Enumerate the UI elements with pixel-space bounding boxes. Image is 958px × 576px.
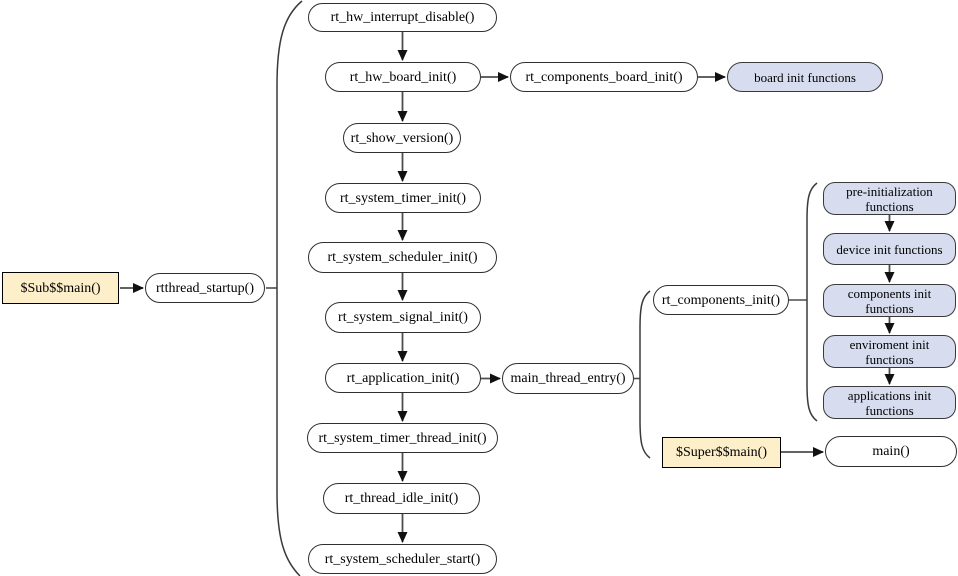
node-label: applications init functions	[847, 387, 932, 418]
node-super-main: $Super$$main()	[662, 437, 781, 468]
node-label: rt_system_timer_thread_init()	[318, 430, 487, 446]
node-label: rt_hw_board_init()	[349, 69, 457, 85]
node-label: device init functions	[836, 241, 943, 257]
node-rt-system-timer-init: rt_system_timer_init()	[325, 183, 481, 213]
node-label: rt_components_init()	[661, 292, 781, 308]
horizontal-arrows	[120, 72, 824, 457]
node-label: rt_system_timer_init()	[340, 190, 466, 206]
node-sub-main: $Sub$$main()	[2, 272, 119, 304]
node-label: rt_application_init()	[346, 370, 460, 386]
brace-components-init-group	[806, 182, 818, 422]
node-board-init-functions: board init functions	[727, 62, 883, 92]
node-rt-system-timer-thread-init: rt_system_timer_thread_init()	[307, 423, 498, 453]
node-label: components init functions	[847, 285, 932, 316]
node-label: rt_components_board_init()	[525, 69, 683, 85]
node-pre-initialization-functions: pre-initialization functions	[823, 182, 956, 215]
brace-main-thread-entry-group	[639, 290, 651, 459]
node-rtthread-startup: rtthread_startup()	[145, 273, 265, 303]
node-rt-hw-interrupt-disable: rt_hw_interrupt_disable()	[308, 3, 497, 32]
node-label: rtthread_startup()	[156, 280, 254, 296]
node-rt-system-scheduler-start: rt_system_scheduler_start()	[308, 544, 497, 574]
node-device-init-functions: device init functions	[823, 233, 956, 265]
brace-stubs	[266, 287, 807, 380]
node-label: rt_thread_idle_init()	[344, 491, 459, 506]
node-label: rt_hw_interrupt_disable()	[330, 10, 475, 25]
node-rt-show-version: rt_show_version()	[343, 123, 461, 153]
node-label: rt_system_signal_init()	[338, 310, 468, 325]
node-label: board init functions	[754, 69, 856, 85]
node-label: $Super$$main()	[676, 445, 767, 460]
node-label: main_thread_entry()	[510, 371, 626, 386]
node-label: rt_system_scheduler_init()	[327, 250, 478, 265]
node-rt-application-init: rt_application_init()	[325, 363, 481, 393]
node-rt-components-board-init: rt_components_board_init()	[510, 62, 698, 92]
node-label: pre-initialization functions	[846, 183, 933, 214]
node-rt-hw-board-init: rt_hw_board_init()	[325, 62, 481, 92]
node-enviroment-init-functions: enviroment init functions	[823, 335, 956, 368]
node-label: rt_system_scheduler_start()	[324, 551, 481, 567]
brace-rtthread-startup-group	[276, 0, 303, 576]
node-applications-init-functions: applications init functions	[823, 386, 956, 419]
node-rt-components-init: rt_components_init()	[653, 285, 789, 315]
node-main-thread-entry: main_thread_entry()	[502, 363, 634, 394]
node-label: rt_show_version()	[350, 130, 454, 146]
node-rt-thread-idle-init: rt_thread_idle_init()	[323, 483, 480, 514]
node-label: enviroment init functions	[849, 336, 930, 367]
node-label: $Sub$$main()	[20, 280, 101, 296]
node-label: main()	[872, 444, 910, 459]
node-rt-system-scheduler-init: rt_system_scheduler_init()	[308, 242, 497, 273]
node-main: main()	[825, 436, 957, 467]
node-components-init-functions: components init functions	[823, 284, 956, 317]
node-rt-system-signal-init: rt_system_signal_init()	[325, 302, 481, 333]
